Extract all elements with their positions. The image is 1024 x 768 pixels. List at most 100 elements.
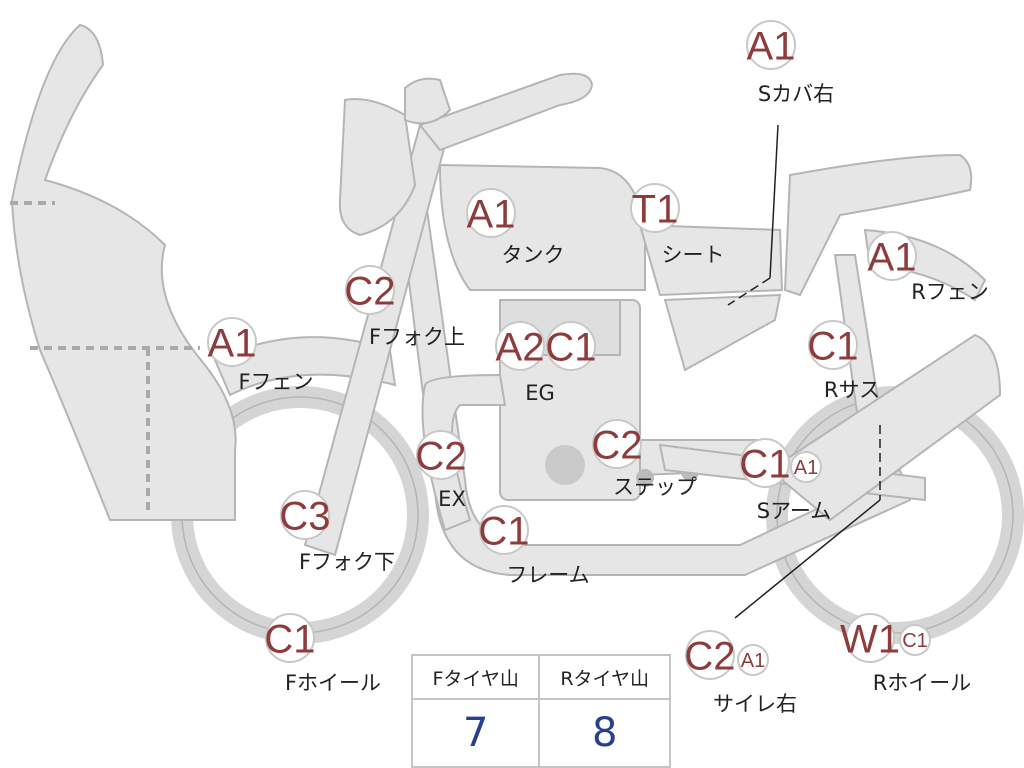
grade-badge-f-fork-lower-text: C3 [279,494,330,538]
grade-badge-silencer-r-text: C2 [684,634,735,678]
grade-badge-r-fender-circle [867,231,917,281]
sub-grade-badge-engine: C1 [545,321,597,371]
engine-cover-shape [545,445,585,485]
grade-badge-f-fork-lower-circle [280,490,330,540]
sub-grade-badge-silencer-r: A1 [737,644,769,676]
grade-badge-r-suspension: C1 [807,320,859,370]
grade-badge-exhaust: C2 [415,430,467,480]
grade-badge-f-fender: A1 [207,317,257,367]
sub-grade-badge-silencer-r-circle [737,644,769,676]
grade-badge-silencer-r-circle [685,630,735,680]
grade-badge-engine-circle [495,321,545,371]
fairing-shape [10,23,237,521]
grade-badge-f-wheel-text: C1 [264,617,315,661]
seat-shape [638,223,784,297]
grade-badge-frame-text: C1 [478,509,529,553]
sub-grade-badge-swing-arm-circle [790,451,822,483]
part-label-tank: タンク [502,243,565,267]
tag-frame: C1 フレーム [478,505,590,587]
part-label-r-wheel: Rホイール [873,671,972,695]
sub-grade-badge-swing-arm: A1 [790,451,822,483]
sub-grade-badge-r-wheel-text: C1 [902,630,928,652]
rear-tire-header: Rタイヤ山 [538,654,671,700]
grade-badge-r-wheel-circle [845,613,895,663]
grade-badge-tank-text: A1 [467,192,516,236]
grade-badge-seat-circle [630,183,680,233]
grade-badge-f-fender-circle [207,317,257,367]
handlebar-shape [418,72,594,152]
grade-badge-s-cover-r-circle [746,20,796,70]
grade-badge-engine-text: A2 [496,325,545,369]
grade-badge-step-circle [592,419,642,469]
grade-badge-f-fork-lower: C3 [279,490,331,540]
grade-badge-r-fender: A1 [867,231,917,281]
grade-badge-r-suspension-circle [808,320,858,370]
tag-seat: T1 シート [630,183,725,267]
part-label-f-fork-upper: Fフォク上 [369,325,465,349]
front-tire-value: 7 [410,698,541,768]
sub-grade-badge-r-wheel: C1 [899,624,931,656]
grade-badge-f-fork-upper-text: C2 [344,269,395,313]
grade-badge-tank: A1 [466,188,516,238]
sub-grade-badge-r-wheel-circle [899,624,931,656]
sub-grade-badge-engine-circle [546,321,596,371]
grade-badge-exhaust-text: C2 [415,434,466,478]
part-label-r-suspension: Rサス [824,378,880,402]
grade-badge-step-text: C2 [591,423,642,467]
grade-badge-r-wheel: W1 [840,613,900,663]
part-label-f-wheel: Fホイール [285,671,381,695]
grade-badge-f-fender-text: A1 [208,321,257,365]
part-label-r-fender: Rフェン [911,280,989,304]
grade-badge-tank-circle [466,188,516,238]
part-label-swing-arm: Sアーム [757,499,831,523]
leader-lines [727,124,881,619]
grade-badge-s-cover-r: A1 [746,20,796,70]
tire-tread-table: Fタイヤ山 Rタイヤ山 7 8 [410,654,671,768]
grade-badge-f-wheel-circle [265,613,315,663]
grade-badge-step: C2 [591,419,643,469]
grade-badge-exhaust-circle [416,430,466,480]
grade-badge-swing-arm-text: C1 [739,442,790,486]
grade-badge-r-wheel-text: W1 [840,617,900,661]
grade-badge-f-fork-upper-circle [345,265,395,315]
grade-badge-f-wheel: C1 [264,613,316,663]
grade-badge-seat-text: T1 [632,187,679,231]
grade-badge-r-fender-text: A1 [868,235,917,279]
part-label-f-fork-lower: Fフォク下 [299,550,395,574]
part-label-s-cover-r: Sカバ右 [758,82,834,106]
sub-grade-badge-engine-text: C1 [545,325,596,369]
part-label-frame: フレーム [506,563,589,587]
mirror-shape [404,77,452,125]
grade-badge-seat: T1 [630,183,680,233]
side-cover-shape [663,293,782,372]
sub-grade-badge-swing-arm-text: A1 [794,457,818,479]
headlight-shape [338,98,417,237]
front-fender-shape [213,336,397,397]
part-label-f-fender: Fフェン [238,370,313,394]
step-peg-left [636,469,654,487]
tail-shape [783,153,973,297]
grade-badge-engine: A2 [495,321,545,371]
grade-badge-f-fork-upper: C2 [344,265,396,315]
grade-badge-swing-arm: C1 [739,438,791,488]
part-label-exhaust: EX [438,487,466,511]
part-label-seat: シート [662,243,725,267]
part-label-engine: EG [525,381,555,405]
grade-badge-swing-arm-circle [740,438,790,488]
sub-grade-badge-silencer-r-text: A1 [741,650,765,672]
frame-shape [393,158,912,576]
